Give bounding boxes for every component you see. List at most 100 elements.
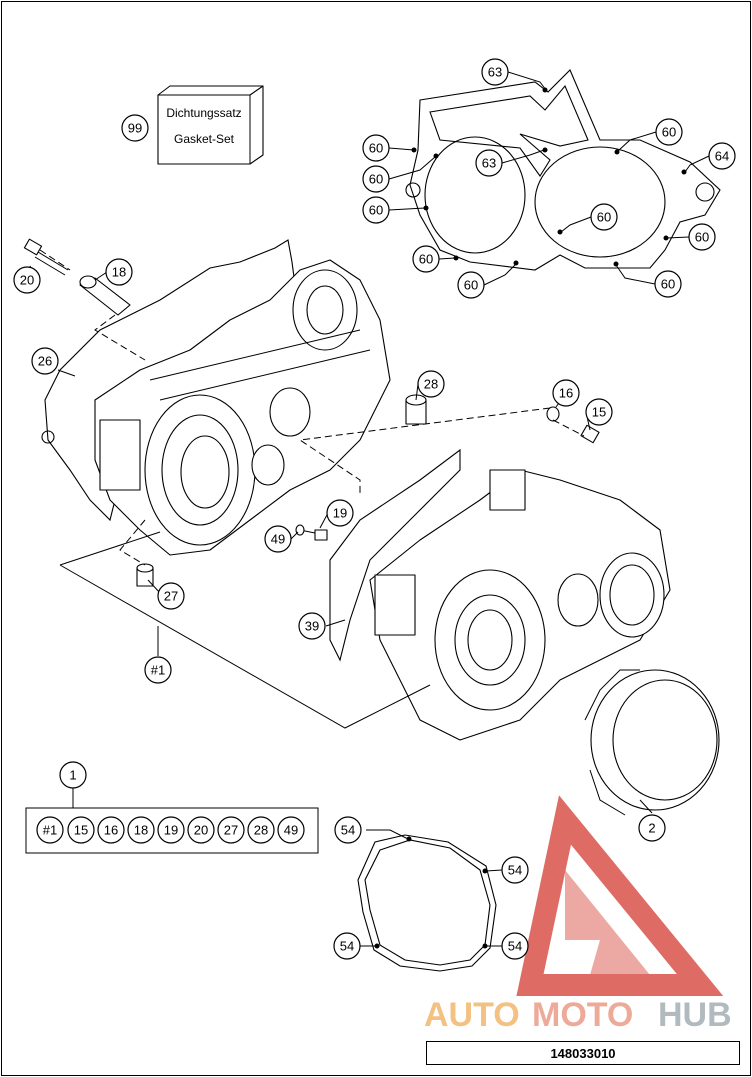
assembly-lines [39,249,585,566]
kit-member-1[interactable]: #1 [36,816,64,844]
svg-text:#1: #1 [43,823,57,838]
screw-20 [23,238,69,276]
svg-text:27: 27 [164,589,178,604]
callout-60-left-2[interactable]: 60 [362,165,390,193]
watermark-auto: AUTO [424,996,520,1034]
watermark-hub: HUB [658,996,732,1034]
crankcase-left-half [41,239,391,556]
kit-member-28[interactable]: 28 [247,816,275,844]
svg-text:2: 2 [648,821,655,836]
kit-member-16[interactable]: 16 [97,816,125,844]
svg-text:49: 49 [284,823,298,838]
callout-60-bottom-left[interactable]: 60 [412,245,440,273]
svg-text:#1: #1 [151,663,165,678]
callout-kit-1[interactable]: 1 [59,761,87,789]
callout-54-right-bottom[interactable]: 54 [501,932,529,960]
kit-member-49[interactable]: 49 [277,816,305,844]
callout-63-top[interactable]: 63 [481,58,509,86]
kit-member-18[interactable]: 18 [127,816,155,844]
svg-text:16: 16 [559,386,573,401]
gasket-set-box: Dichtungssatz Gasket-Set [157,85,264,165]
svg-text:63: 63 [482,156,496,171]
crankcase-right-half [329,448,671,741]
dowel-18 [79,275,131,316]
svg-text:64: 64 [715,149,729,164]
callout-60-left-3[interactable]: 60 [362,196,390,224]
callout-60-top-right[interactable]: 60 [655,118,683,146]
svg-text:60: 60 [597,210,611,225]
callout-60-left-1[interactable]: 60 [362,134,390,162]
callout-63-center[interactable]: 63 [475,149,503,177]
washer-16 [546,406,560,422]
gasket-set-label-de: Dichtungssatz [166,106,241,120]
svg-text:60: 60 [695,230,709,245]
callout-64[interactable]: 64 [708,142,736,170]
svg-text:26: 26 [38,354,52,369]
svg-text:49: 49 [271,532,285,547]
svg-text:15: 15 [592,405,606,420]
watermark-logo [516,795,724,996]
callout-18[interactable]: 18 [105,258,133,286]
svg-text:1: 1 [69,768,76,783]
svg-text:60: 60 [661,277,675,292]
ignition-cover [584,669,720,816]
gasket-set-label-en: Gasket-Set [174,132,235,146]
callout-15[interactable]: 15 [585,398,613,426]
callout-20[interactable]: 20 [13,266,41,294]
svg-text:16: 16 [104,823,118,838]
document-number: 148033010 [426,1041,740,1065]
callout-54-left[interactable]: 54 [333,932,361,960]
svg-text:27: 27 [224,823,238,838]
callout-54-right-top[interactable]: 54 [501,856,529,884]
svg-text:28: 28 [254,823,268,838]
svg-text:54: 54 [508,863,522,878]
watermark-text: AUTO MOTO HUB [424,996,732,1034]
svg-text:54: 54 [340,939,354,954]
kit-member-27[interactable]: 27 [217,816,245,844]
kit-member-15[interactable]: 15 [67,816,95,844]
callout-60-right[interactable]: 60 [688,223,716,251]
svg-text:60: 60 [369,141,383,156]
callout-60-bottom-center[interactable]: 60 [457,271,485,299]
callout-26[interactable]: 26 [31,347,59,375]
callout-99[interactable]: 99 [121,114,149,142]
kit-member-20[interactable]: 20 [187,816,215,844]
svg-text:18: 18 [112,265,126,280]
svg-text:19: 19 [333,506,347,521]
watermark-moto: MOTO [532,996,633,1034]
callout-39[interactable]: 39 [298,612,326,640]
callout-16[interactable]: 16 [552,379,580,407]
svg-text:60: 60 [662,125,676,140]
callout-60-bottom-right[interactable]: 60 [654,270,682,298]
svg-text:54: 54 [341,823,355,838]
callout-49[interactable]: 49 [264,525,292,553]
kit-member-19[interactable]: 19 [157,816,185,844]
svg-text:15: 15 [74,823,88,838]
crankcase-gasket-top [405,69,721,271]
callout-27[interactable]: 27 [157,582,185,610]
svg-text:60: 60 [464,278,478,293]
svg-text:54: 54 [508,939,522,954]
svg-text:20: 20 [194,823,208,838]
svg-text:18: 18 [134,823,148,838]
kit-box: 1 #1 15 16 18 19 20 27 28 49 [25,761,319,854]
callout-60-center[interactable]: 60 [590,203,618,231]
svg-text:60: 60 [369,172,383,187]
screw-15 [580,424,600,444]
callout-19[interactable]: 19 [326,499,354,527]
svg-text:99: 99 [128,121,142,136]
svg-text:28: 28 [424,377,438,392]
svg-text:60: 60 [369,203,383,218]
callout-assembly-1[interactable]: #1 [144,656,172,684]
svg-text:63: 63 [488,65,502,80]
svg-text:39: 39 [305,619,319,634]
svg-text:20: 20 [20,273,34,288]
callout-28[interactable]: 28 [417,370,445,398]
svg-text:19: 19 [164,823,178,838]
svg-text:60: 60 [419,252,433,267]
callout-2[interactable]: 2 [638,814,666,842]
callout-54-top[interactable]: 54 [334,816,362,844]
